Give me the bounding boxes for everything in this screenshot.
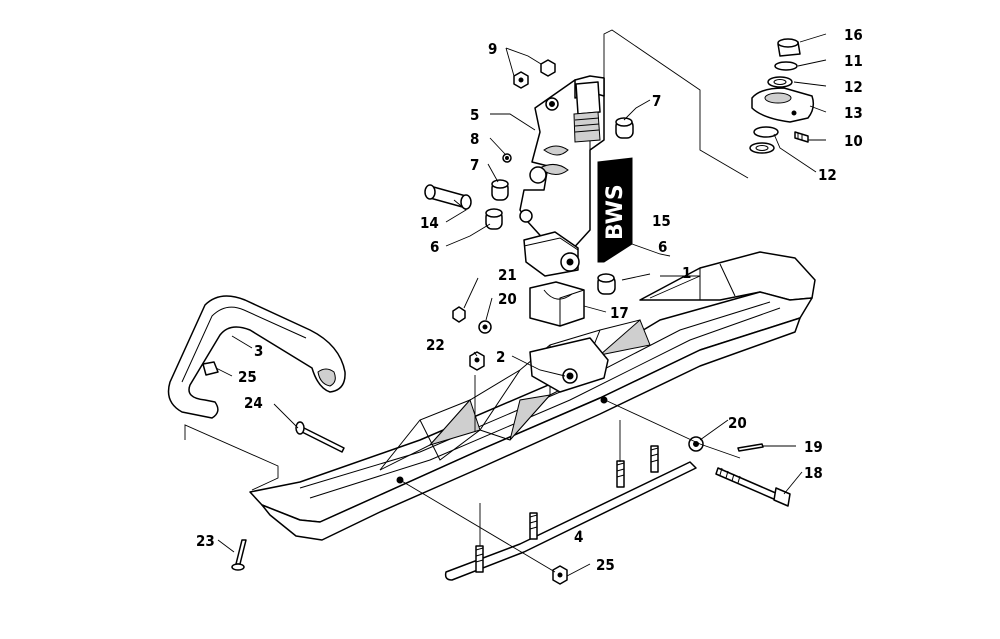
callout-5: 5 xyxy=(470,106,479,124)
washer-20-upper xyxy=(478,320,492,334)
callout-19: 19 xyxy=(804,438,823,456)
washer-12-lower xyxy=(749,126,779,154)
bolt-18 xyxy=(715,467,791,507)
bolt-10 xyxy=(794,131,809,143)
callout-leaders xyxy=(215,33,827,577)
bolt-24 xyxy=(295,421,345,453)
callout-14: 14 xyxy=(420,214,439,232)
bushing-7-left xyxy=(491,179,509,201)
damper-17 xyxy=(529,281,585,327)
callout-9: 9 xyxy=(488,40,497,58)
cotter-pin-19 xyxy=(737,443,764,452)
callout-15: 15 xyxy=(652,212,671,230)
o-ring-11 xyxy=(774,61,798,71)
callout-21: 21 xyxy=(498,266,517,284)
callout-13: 13 xyxy=(844,104,863,122)
callout-12a: 12 xyxy=(844,78,863,96)
callout-8: 8 xyxy=(470,130,479,148)
ski-body xyxy=(249,251,816,541)
callout-20a: 20 xyxy=(498,290,517,308)
callout-11: 11 xyxy=(844,52,863,70)
callout-7b: 7 xyxy=(470,156,479,174)
callout-10: 10 xyxy=(844,132,863,150)
callout-3: 3 xyxy=(254,342,263,360)
callout-17: 17 xyxy=(610,304,629,322)
screw-23 xyxy=(231,539,247,571)
callout-4: 4 xyxy=(574,528,583,546)
washer-12-upper xyxy=(767,76,793,88)
callout-25b: 25 xyxy=(596,556,615,574)
decal-text: BWS xyxy=(603,184,628,240)
callout-23: 23 xyxy=(196,532,215,550)
clamp-13 xyxy=(751,87,815,123)
callout-16: 16 xyxy=(844,26,863,44)
nut-25-lower xyxy=(552,565,568,585)
callout-25a: 25 xyxy=(238,368,257,386)
decal: BWS xyxy=(597,157,633,263)
callout-6a: 6 xyxy=(430,238,439,256)
assembly-lines xyxy=(184,29,749,573)
callout-labels: 1 2 3 4 5 6 6 7 7 8 9 10 11 12 12 13 14 … xyxy=(196,26,863,574)
nut-21 xyxy=(452,306,466,323)
nuts-9 xyxy=(513,59,556,89)
callout-7a: 7 xyxy=(652,92,661,110)
grease-fitting-8 xyxy=(502,153,512,163)
bushing-14 xyxy=(424,184,472,210)
nut-22 xyxy=(469,351,485,371)
callout-6b: 6 xyxy=(658,238,667,256)
cap-16 xyxy=(777,38,801,57)
callout-1: 1 xyxy=(682,264,691,282)
callout-2: 2 xyxy=(496,348,505,366)
callout-22: 22 xyxy=(426,336,445,354)
bushing-7-right xyxy=(615,117,634,139)
callout-18: 18 xyxy=(804,464,823,482)
bushing-6-right xyxy=(597,273,616,295)
spindle-assembly xyxy=(519,75,605,277)
ski-handle xyxy=(167,295,346,419)
wear-bar xyxy=(444,445,697,581)
callout-24: 24 xyxy=(244,394,263,412)
callout-20b: 20 xyxy=(728,414,747,432)
bushing-6-left xyxy=(485,208,503,230)
callout-12b: 12 xyxy=(818,166,837,184)
